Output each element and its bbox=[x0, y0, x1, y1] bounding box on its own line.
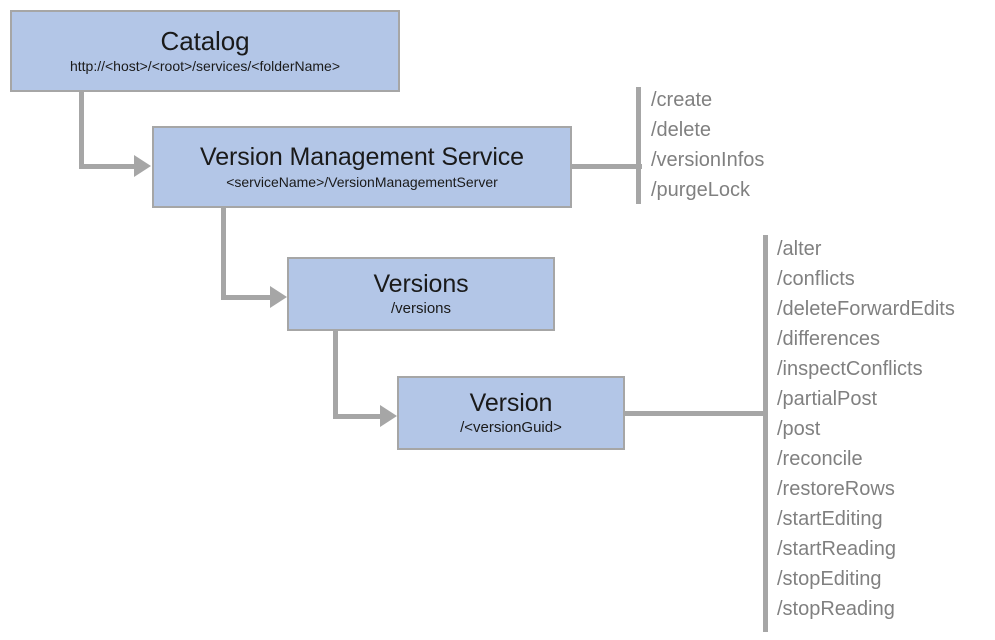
node-catalog-title: Catalog bbox=[160, 25, 250, 56]
operation-item[interactable]: /conflicts bbox=[777, 268, 855, 290]
operation-item[interactable]: /create bbox=[651, 89, 713, 111]
operations-list-version: /alter/conflicts/deleteForwardEdits/diff… bbox=[777, 234, 955, 624]
operations-list-service: /create/delete/versionInfos/purgeLock bbox=[651, 85, 764, 205]
connector-service-to-operations-stem bbox=[572, 164, 642, 169]
operation-item[interactable]: /post bbox=[777, 418, 821, 440]
operation-item[interactable]: /delete bbox=[651, 119, 712, 141]
bracket-service-operations bbox=[636, 87, 641, 204]
node-version-path: /<versionGuid> bbox=[460, 419, 562, 437]
node-versions-path: /versions bbox=[390, 300, 452, 318]
operation-item[interactable]: /differences bbox=[777, 328, 881, 350]
arrowhead-catalog-to-service-icon bbox=[134, 155, 151, 177]
arrowhead-versions-to-version-icon bbox=[380, 405, 397, 427]
arrowhead-service-to-versions-icon bbox=[270, 286, 287, 308]
connector-catalog-to-service-horizontal bbox=[79, 164, 137, 169]
operation-item[interactable]: /purgeLock bbox=[651, 179, 750, 201]
node-versions-title: Versions bbox=[373, 269, 469, 298]
operation-item[interactable]: /deleteForwardEdits bbox=[777, 298, 955, 320]
operation-item[interactable]: /restoreRows bbox=[777, 478, 895, 500]
connector-service-to-versions-horizontal bbox=[221, 295, 273, 300]
operation-item[interactable]: /alter bbox=[777, 238, 822, 260]
node-version-management-service-title: Version Management Service bbox=[200, 143, 524, 172]
node-version-management-service[interactable]: Version Management Service <serviceName>… bbox=[152, 126, 572, 208]
connector-version-to-operations-stem bbox=[625, 411, 768, 416]
node-version-title: Version bbox=[469, 388, 553, 417]
operation-item[interactable]: /versionInfos bbox=[651, 149, 765, 171]
operation-item[interactable]: /partialPost bbox=[777, 388, 878, 410]
operation-item[interactable]: /stopEditing bbox=[777, 568, 882, 590]
connector-catalog-to-service-vertical bbox=[79, 91, 84, 165]
operation-item[interactable]: /startEditing bbox=[777, 508, 883, 530]
connector-service-to-versions-vertical bbox=[221, 207, 226, 296]
node-catalog-path: http://<host>/<root>/services/<folderNam… bbox=[69, 58, 341, 75]
node-version[interactable]: Version /<versionGuid> bbox=[397, 376, 625, 450]
node-catalog[interactable]: Catalog http://<host>/<root>/services/<f… bbox=[10, 10, 400, 92]
connector-versions-to-version-horizontal bbox=[333, 414, 383, 419]
operation-item[interactable]: /startReading bbox=[777, 538, 896, 560]
operation-item[interactable]: /reconcile bbox=[777, 448, 863, 470]
connector-versions-to-version-vertical bbox=[333, 330, 338, 415]
bracket-version-operations bbox=[763, 235, 768, 632]
node-versions[interactable]: Versions /versions bbox=[287, 257, 555, 331]
operation-item[interactable]: /stopReading bbox=[777, 598, 895, 620]
operation-item[interactable]: /inspectConflicts bbox=[777, 358, 923, 380]
node-version-management-service-path: <serviceName>/VersionManagementServer bbox=[226, 173, 498, 190]
